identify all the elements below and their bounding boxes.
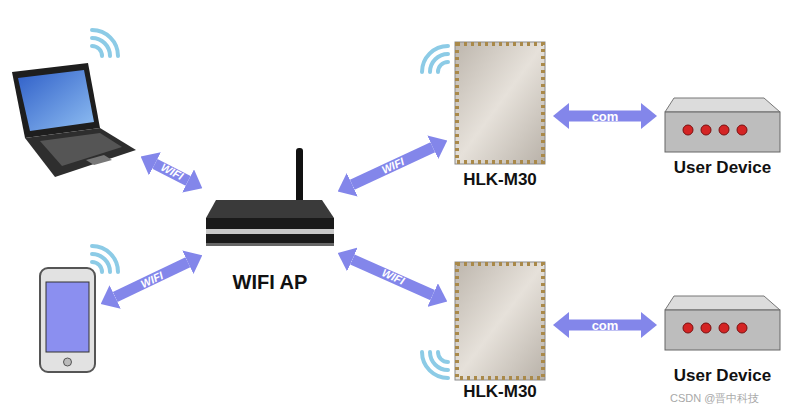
connector-label: WIFI	[159, 162, 185, 182]
wifi-waves	[92, 246, 118, 272]
node-label: User Device	[674, 366, 771, 386]
connector-label: WIFI	[380, 156, 406, 176]
connector-label: WIFI	[139, 270, 165, 290]
node-label: HLK-M30	[463, 170, 537, 190]
node-label: HLK-M30	[463, 382, 537, 402]
connector-label: WIFI	[380, 268, 406, 287]
connector-label: com	[592, 319, 619, 332]
wifi-module: HLK-M30	[450, 40, 550, 192]
wifi-waves	[92, 30, 118, 56]
node-label: User Device	[674, 158, 771, 178]
laptop-icon	[5, 62, 138, 180]
double-arrow	[352, 147, 433, 184]
wifi-waves	[422, 46, 448, 378]
double-arrow	[352, 260, 432, 296]
watermark: CSDN @晋中科技	[670, 391, 759, 406]
device-drawing	[665, 98, 780, 350]
connector-label: com	[592, 110, 619, 123]
router-drawing	[206, 148, 334, 246]
user-device: User Device	[660, 92, 785, 182]
user-device: User Device	[660, 290, 785, 390]
double-arrow	[569, 111, 641, 122]
module-drawing	[455, 42, 545, 380]
laptop-drawing	[12, 63, 136, 177]
wifi-router: WIFI AP	[205, 148, 335, 298]
phone-icon	[36, 265, 98, 375]
double-arrow	[115, 262, 188, 297]
phone-drawing	[40, 268, 95, 372]
wifi-module: HLK-M30	[450, 260, 550, 406]
node-label: WIFI AP	[233, 271, 308, 294]
double-arrow	[569, 320, 641, 331]
